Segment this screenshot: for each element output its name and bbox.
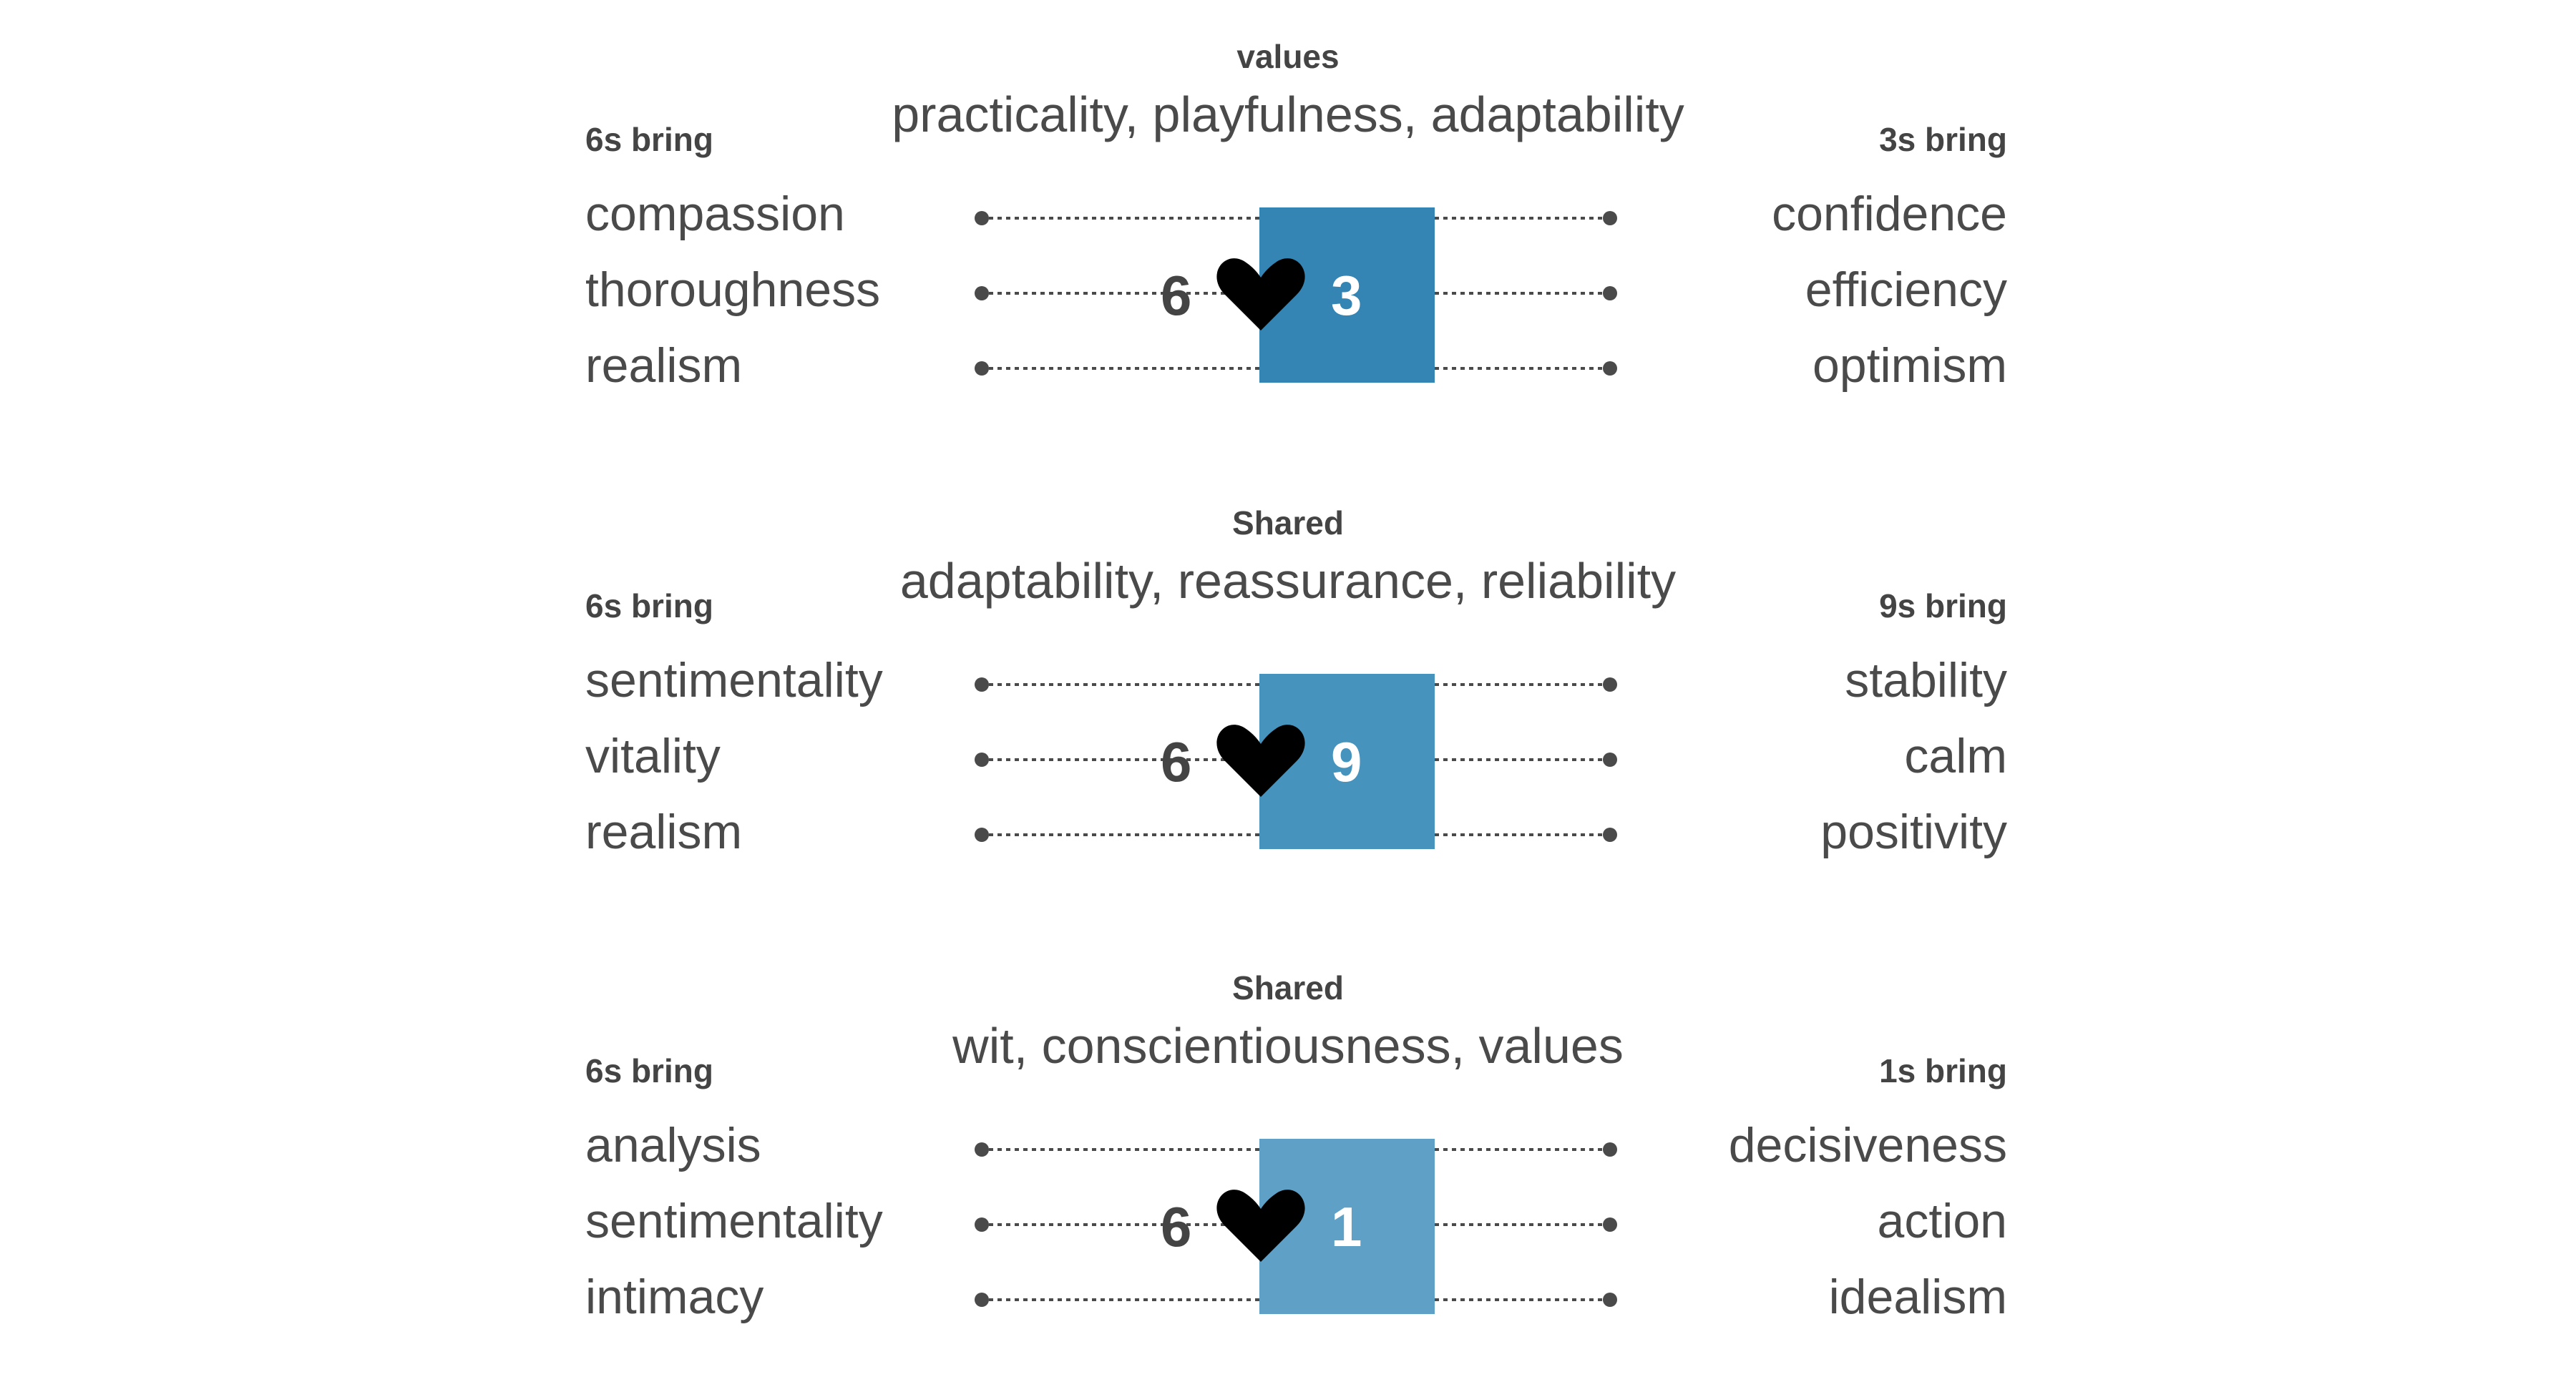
- panel-heading: Shared: [1232, 504, 1344, 541]
- right-type-label: 1s bring: [1879, 1052, 2007, 1089]
- left-type-label: 6s bring: [585, 121, 713, 158]
- right-trait: efficiency: [1805, 263, 2007, 317]
- left-trait: thoroughness: [585, 263, 881, 317]
- right-trait: calm: [1904, 729, 2007, 783]
- right-type-label: 3s bring: [1879, 121, 2007, 158]
- pairing-graphic: [975, 674, 1617, 849]
- shared-values: wit, conscientiousness, values: [952, 1018, 1624, 1074]
- connector-dots: [975, 677, 1617, 842]
- right-trait: stability: [1845, 653, 2007, 707]
- left-trait: analysis: [585, 1118, 761, 1172]
- connector-dots: [975, 211, 1617, 376]
- connector-lines: [980, 217, 1610, 370]
- right-trait: confidence: [1772, 187, 2007, 241]
- right-trait: decisiveness: [1728, 1118, 2007, 1172]
- pairing-graphic: [975, 207, 1617, 383]
- shared-values: practicality, playfulness, adaptability: [892, 87, 1684, 142]
- left-trait: compassion: [585, 187, 845, 241]
- left-type-label: 6s bring: [585, 1052, 713, 1089]
- pairing-graphic: [975, 1139, 1617, 1314]
- left-trait: sentimentality: [585, 1194, 883, 1248]
- left-trait: sentimentality: [585, 653, 883, 707]
- heart-icon: [1216, 725, 1305, 797]
- connector-lines: [980, 683, 1610, 836]
- pairing-panel-6-9: Shared adaptability, reassurance, reliab…: [0, 466, 2576, 917]
- connector-dots: [975, 1142, 1617, 1307]
- connector-lines: [980, 1148, 1610, 1301]
- heart-icon: [1216, 1190, 1305, 1262]
- left-trait: realism: [585, 805, 743, 859]
- panel-heading: Shared: [1232, 969, 1344, 1006]
- left-type-number: 6: [1161, 1195, 1192, 1258]
- left-trait: realism: [585, 338, 743, 393]
- panel-heading: values: [1236, 38, 1340, 75]
- right-trait: optimism: [1812, 338, 2007, 393]
- shared-values: adaptability, reassurance, reliability: [899, 553, 1677, 609]
- right-type-number: 1: [1331, 1195, 1362, 1258]
- left-type-number: 6: [1161, 264, 1192, 327]
- left-trait: intimacy: [585, 1270, 764, 1324]
- left-type-number: 6: [1161, 730, 1192, 793]
- right-type-label: 9s bring: [1879, 587, 2007, 624]
- right-type-number: 9: [1331, 730, 1362, 793]
- left-type-label: 6s bring: [585, 587, 713, 624]
- heart-icon: [1216, 258, 1305, 330]
- right-trait: idealism: [1828, 1270, 2007, 1324]
- right-trait: action: [1877, 1194, 2007, 1248]
- pairing-panel-6-3: values practicality, playfulness, adapta…: [0, 0, 2576, 451]
- right-type-number: 3: [1331, 264, 1362, 327]
- right-trait: positivity: [1820, 805, 2007, 859]
- pairing-panel-6-1: Shared wit, conscientiousness, values 6s…: [0, 931, 2576, 1382]
- left-trait: vitality: [585, 729, 721, 783]
